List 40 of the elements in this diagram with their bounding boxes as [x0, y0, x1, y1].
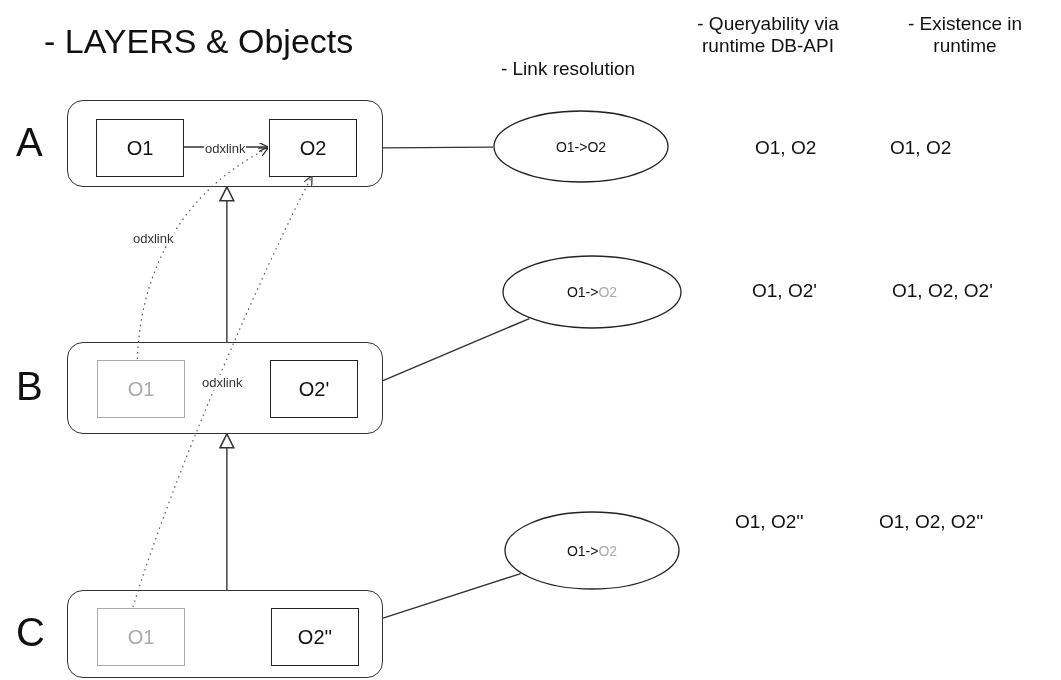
object-box	[269, 119, 357, 177]
table-value: O1, O2, O2'	[892, 280, 993, 302]
object-box	[96, 119, 184, 177]
resolution-ellipse	[502, 255, 682, 329]
object-box	[270, 360, 358, 418]
edge-label: odxlink	[201, 374, 244, 390]
table-value: O1, O2'	[752, 280, 817, 302]
table-value: O1, O2	[755, 137, 817, 159]
arrow	[136, 147, 269, 360]
layer-letter: A	[16, 119, 43, 165]
object-box	[97, 360, 185, 418]
column-header: - Link resolution	[499, 58, 637, 80]
edge-label: odxlink	[132, 230, 175, 246]
inheritance-arrow	[219, 186, 235, 343]
object-label: O1	[126, 136, 154, 160]
resolution-text: O1->O2	[555, 138, 607, 155]
object-label: O2	[299, 136, 327, 160]
connector-line	[382, 317, 531, 382]
arrow	[132, 175, 313, 608]
column-header: - Existence in runtime	[906, 13, 1023, 57]
layer-letter: C	[16, 610, 45, 655]
table-value: O1, O2	[890, 137, 952, 159]
object-label: O2'	[298, 377, 330, 401]
resolution-ellipse	[504, 511, 680, 590]
inheritance-arrow	[219, 433, 235, 591]
resolution-text: O1->O2	[566, 284, 618, 300]
object-label: O1	[127, 625, 155, 649]
object-label: O2''	[297, 625, 333, 649]
object-box	[271, 608, 359, 666]
column-header: - Queryability via runtime DB-API	[696, 13, 840, 57]
title: - LAYERS & Objects	[44, 22, 354, 61]
layer-letter: B	[16, 364, 43, 409]
connector-line	[382, 146, 494, 149]
resolution-ellipse	[493, 110, 669, 183]
table-value: O1, O2, O2''	[879, 511, 984, 533]
object-box	[97, 608, 185, 666]
resolution-text: O1->O2	[566, 542, 618, 559]
table-value: O1, O2''	[735, 511, 804, 533]
connector-line	[382, 572, 522, 619]
object-label: O1	[127, 377, 155, 401]
